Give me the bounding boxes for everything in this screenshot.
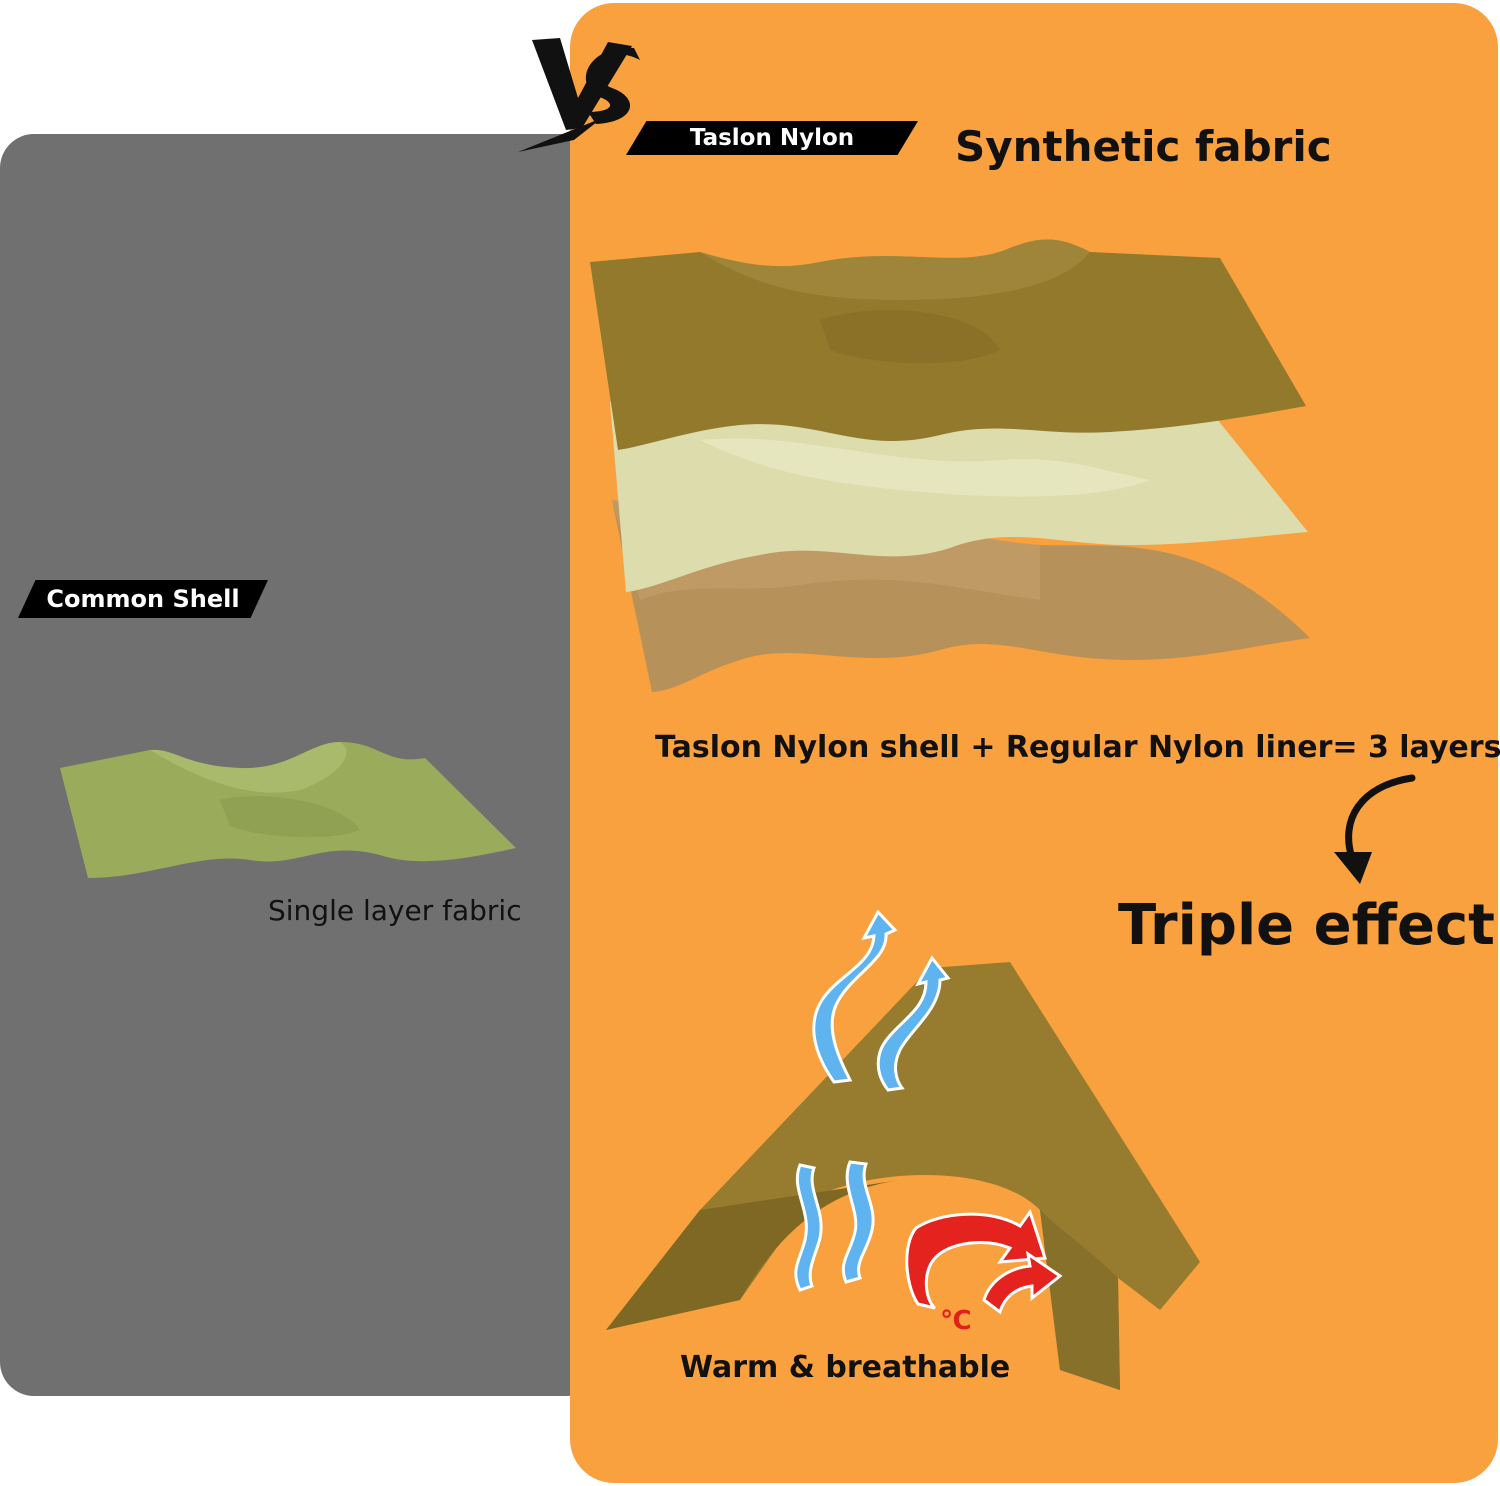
common-shell-tag: Common Shell xyxy=(18,580,268,618)
heat-arrow-icon xyxy=(905,1208,1063,1315)
airflow-wave-icon xyxy=(794,909,951,1292)
three-layer-stack-illustration xyxy=(590,239,1310,692)
taslon-nylon-tag: Taslon Nylon xyxy=(626,121,918,155)
warm-breathable-caption: Warm & breathable xyxy=(680,1350,1011,1385)
single-layer-fabric-illustration xyxy=(60,742,516,878)
celsius-unit-label: ℃ xyxy=(940,1306,972,1336)
curved-arrow-icon xyxy=(1334,774,1416,884)
single-layer-caption: Single layer fabric xyxy=(268,894,522,927)
triple-effect-headline: Triple effect xyxy=(1118,893,1495,958)
three-layers-caption: Taslon Nylon shell + Regular Nylon liner… xyxy=(655,730,1500,765)
synthetic-fabric-title: Synthetic fabric xyxy=(955,122,1332,171)
vs-mark-icon xyxy=(518,38,640,152)
